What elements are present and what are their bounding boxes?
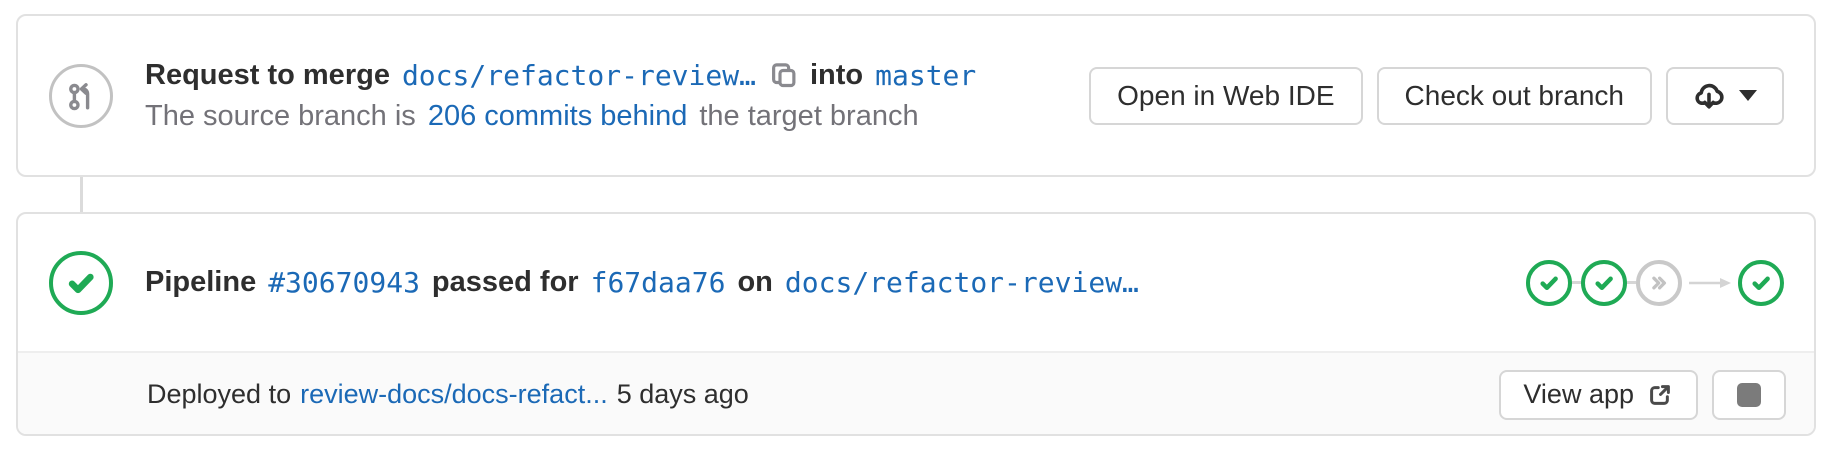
pipeline-id-link[interactable]: #30670943 (268, 266, 420, 299)
deployed-to-label: Deployed to (147, 379, 292, 409)
open-web-ide-button[interactable]: Open in Web IDE (1089, 66, 1363, 125)
on-label: on (737, 266, 773, 298)
pipeline-mini-graph (1526, 259, 1784, 306)
merge-request-icon (49, 63, 113, 128)
mr-header-card: Request to merge docs/refactor-review… i… (16, 14, 1816, 177)
copy-branch-name-icon[interactable] (768, 60, 798, 90)
pipeline-stage[interactable] (1636, 259, 1682, 306)
stop-icon (1737, 382, 1761, 407)
commits-behind-link[interactable]: 206 commits behind (427, 99, 688, 132)
view-app-label: View app (1523, 379, 1634, 409)
stage-connector (1572, 281, 1581, 284)
deployment-footer: Deployed to review-docs/docs-refact... 5… (18, 351, 1814, 434)
download-dropdown-button[interactable] (1666, 66, 1784, 125)
target-branch-link[interactable]: master (875, 58, 977, 92)
pipeline-header-row: Pipeline #30670943 passed for f67daa76 o… (18, 214, 1814, 351)
pipeline-stage[interactable] (1581, 259, 1627, 306)
downstream-arrow-icon (1689, 277, 1731, 288)
mr-title-block: Request to merge docs/refactor-review… i… (145, 55, 976, 137)
mr-title-line: Request to merge docs/refactor-review… i… (145, 55, 976, 96)
pipeline-status-text: Pipeline #30670943 passed for f67daa76 o… (145, 266, 1139, 299)
passed-for-label: passed for (431, 266, 579, 298)
commit-sha-link[interactable]: f67daa76 (590, 266, 726, 299)
pipeline-stage[interactable] (1738, 259, 1784, 306)
subtitle-suffix: the target branch (699, 99, 919, 132)
external-link-icon (1646, 381, 1674, 409)
pipeline-label: Pipeline (145, 266, 257, 298)
card-connector-line (80, 177, 83, 212)
into-label: into (809, 58, 864, 91)
cloud-download-icon (1693, 80, 1725, 112)
mr-actions: Open in Web IDE Check out branch (1089, 66, 1784, 125)
pipeline-card: Pipeline #30670943 passed for f67daa76 o… (16, 212, 1816, 436)
subtitle-prefix: The source branch is (145, 99, 416, 132)
view-app-button[interactable]: View app (1499, 369, 1698, 420)
branch-status-line: The source branch is 206 commits behind … (145, 96, 976, 137)
environment-link[interactable]: review-docs/docs-refact... (300, 379, 608, 409)
deployment-actions: View app (1499, 369, 1786, 420)
status-success-icon[interactable] (49, 250, 113, 315)
stop-environment-button[interactable] (1712, 369, 1786, 420)
stage-connector (1627, 281, 1636, 284)
request-to-merge-label: Request to merge (145, 58, 390, 91)
checkout-branch-button[interactable]: Check out branch (1376, 66, 1652, 125)
source-branch-link[interactable]: docs/refactor-review… (401, 58, 756, 92)
pipeline-stage[interactable] (1526, 259, 1572, 306)
deploy-timestamp: 5 days ago (616, 379, 749, 409)
chevron-down-icon (1739, 90, 1757, 101)
deployment-text: Deployed to review-docs/docs-refact... 5… (147, 379, 749, 410)
pipeline-branch-link[interactable]: docs/refactor-review… (784, 266, 1139, 299)
